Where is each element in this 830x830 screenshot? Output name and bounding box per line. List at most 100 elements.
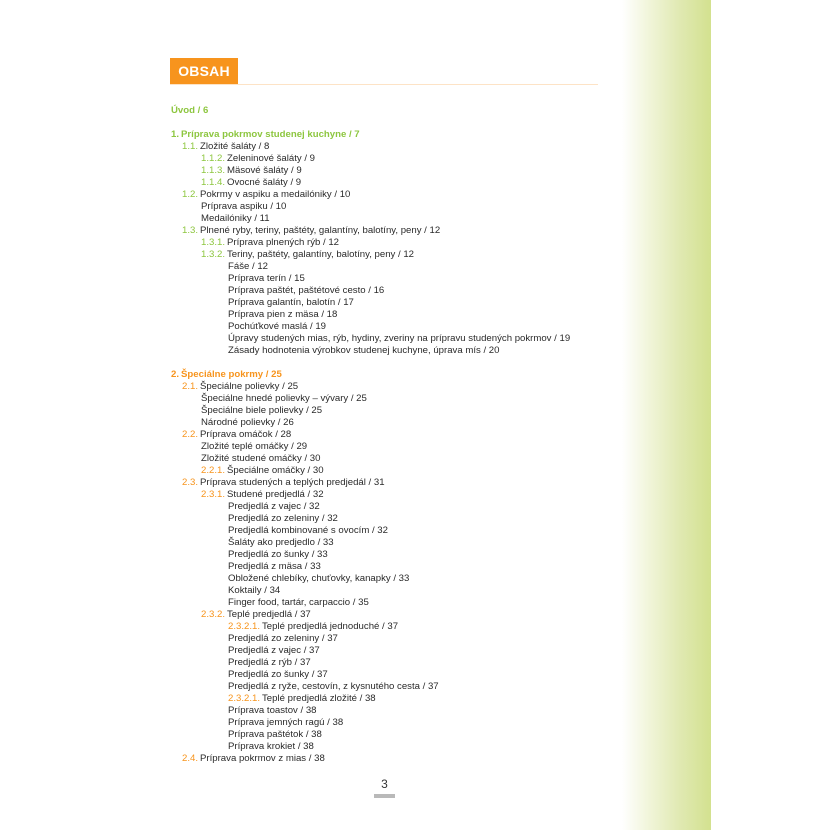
decorative-side-band [622, 0, 711, 830]
toc-entry-number: 1. [171, 129, 180, 140]
toc-entry[interactable]: 1.3.Plnené ryby, teriny, paštéty, galant… [171, 225, 621, 237]
toc-entry-title: Špeciálne hnedé polievky – vývary / 25 [201, 393, 367, 404]
toc-entry-title: Predjedlá z vajec / 32 [228, 501, 320, 512]
toc-entry[interactable]: 2.3.2.1.Teplé predjedlá jednoduché / 37 [171, 621, 621, 633]
toc-entry-number: 1.3.2. [201, 249, 226, 260]
toc-entry-number: 2.3.2.1. [228, 621, 261, 632]
toc-entry[interactable]: 1.2.Pokrmy v aspiku a medailóniky / 10 [171, 189, 621, 201]
page-number-bar [374, 794, 395, 798]
toc-entry[interactable]: Špeciálne biele polievky / 25 [171, 405, 621, 417]
toc-entry-title: Pochúťkové maslá / 19 [228, 321, 326, 332]
toc-intro-entry[interactable]: Úvod / 6 [171, 105, 621, 117]
toc-entry-number: 2.3.2.1. [228, 693, 261, 704]
toc-entry-title: Predjedlá z rýb / 37 [228, 657, 311, 668]
toc-chapter-entry[interactable]: 1.Príprava pokrmov studenej kuchyne / 7 [171, 129, 621, 141]
toc-entry-number: 2.3.1. [201, 489, 226, 500]
toc-entry[interactable]: Špeciálne hnedé polievky – vývary / 25 [171, 393, 621, 405]
toc-entry[interactable]: Finger food, tartár, carpaccio / 35 [171, 597, 621, 609]
toc-entry[interactable]: Príprava paštétok / 38 [171, 729, 621, 741]
toc-entry[interactable]: Zložité teplé omáčky / 29 [171, 441, 621, 453]
toc-entry[interactable]: 1.1.4.Ovocné šaláty / 9 [171, 177, 621, 189]
toc-entry[interactable]: Predjedlá z ryže, cestovín, z kysnutého … [171, 681, 621, 693]
toc-entry-title: Studené predjedlá / 32 [227, 489, 324, 500]
toc-entry[interactable]: Predjedlá z mäsa / 33 [171, 561, 621, 573]
toc-entry[interactable]: 1.1.3.Mäsové šaláty / 9 [171, 165, 621, 177]
toc-entry[interactable]: Príprava pien z mäsa / 18 [171, 309, 621, 321]
toc-entry-title: Príprava pokrmov studenej kuchyne / 7 [181, 129, 360, 140]
toc-entry[interactable]: Zásady hodnotenia výrobkov studenej kuch… [171, 345, 621, 357]
toc-entry[interactable]: Predjedlá z vajec / 32 [171, 501, 621, 513]
toc-entry[interactable]: Príprava toastov / 38 [171, 705, 621, 717]
toc-entry-title: Príprava galantín, balotín / 17 [228, 297, 354, 308]
page-title: OBSAH [170, 58, 238, 84]
toc-entry-number: 2.4. [182, 753, 199, 764]
toc-entry-title: Zložité studené omáčky / 30 [201, 453, 321, 464]
toc-entry-title: Predjedlá z mäsa / 33 [228, 561, 321, 572]
toc-entry-title: Ovocné šaláty / 9 [227, 177, 302, 188]
toc-entry[interactable]: Predjedlá zo šunky / 37 [171, 669, 621, 681]
toc-entry-title: Príprava pokrmov z mias / 38 [200, 753, 325, 764]
toc-entry-title: Obložené chlebíky, chuťovky, kanapky / 3… [228, 573, 410, 584]
toc-entry[interactable]: Šaláty ako predjedlo / 33 [171, 537, 621, 549]
table-of-contents: Úvod / 6 1.Príprava pokrmov studenej kuch… [171, 105, 621, 765]
toc-entry[interactable]: Príprava galantín, balotín / 17 [171, 297, 621, 309]
toc-entry[interactable]: 1.3.1.Príprava plnených rýb / 12 [171, 237, 621, 249]
toc-entry[interactable]: Koktaily / 34 [171, 585, 621, 597]
toc-entry[interactable]: Národné polievky / 26 [171, 417, 621, 429]
toc-entry-title: Zásady hodnotenia výrobkov studenej kuch… [228, 345, 500, 356]
toc-entry-title: Medailóniky / 11 [201, 213, 270, 224]
toc-entry[interactable]: Príprava terín / 15 [171, 273, 621, 285]
toc-entry-title: Príprava krokiet / 38 [228, 741, 314, 752]
toc-entry-number: 2.1. [182, 381, 199, 392]
toc-entry-title: Príprava pien z mäsa / 18 [228, 309, 338, 320]
toc-entry-title: Predjedlá zo šunky / 37 [228, 669, 328, 680]
toc-entry[interactable]: 1.3.2.Teriny, paštéty, galantíny, balotí… [171, 249, 621, 261]
toc-entry[interactable]: Predjedlá zo zeleniny / 37 [171, 633, 621, 645]
toc-entry[interactable]: Obložené chlebíky, chuťovky, kanapky / 3… [171, 573, 621, 585]
toc-entry[interactable]: Pochúťkové maslá / 19 [171, 321, 621, 333]
toc-entry[interactable]: 2.3.2.1.Teplé predjedlá zložité / 38 [171, 693, 621, 705]
toc-entry[interactable]: Predjedlá z rýb / 37 [171, 657, 621, 669]
toc-entry-title: Šaláty ako predjedlo / 33 [228, 537, 334, 548]
toc-entry[interactable]: Predjedlá zo šunky / 33 [171, 549, 621, 561]
toc-entry-title: Príprava terín / 15 [228, 273, 305, 284]
toc-entry-title: Predjedlá zo zeleniny / 32 [228, 513, 338, 524]
toc-entry-number: 1.3.1. [201, 237, 226, 248]
toc-entry-title: Predjedlá z vajec / 37 [228, 645, 320, 656]
toc-entry-number: 2. [171, 369, 180, 380]
toc-entry-title: Úvod / 6 [171, 105, 209, 116]
toc-entry[interactable]: Úpravy studených mias, rýb, hydiny, zver… [171, 333, 621, 345]
toc-entry-title: Koktaily / 34 [228, 585, 281, 596]
toc-entry[interactable]: Predjedlá zo zeleniny / 32 [171, 513, 621, 525]
toc-entry[interactable]: Medailóniky / 11 [171, 213, 621, 225]
toc-entry-number: 1.1.4. [201, 177, 226, 188]
toc-entry[interactable]: Predjedlá kombinované s ovocím / 32 [171, 525, 621, 537]
toc-entry[interactable]: Príprava jemných ragú / 38 [171, 717, 621, 729]
toc-entry-title: Pokrmy v aspiku a medailóniky / 10 [200, 189, 351, 200]
toc-entry-number: 1.1.2. [201, 153, 226, 164]
toc-entry[interactable]: 2.2.Príprava omáčok / 28 [171, 429, 621, 441]
toc-chapter-entry[interactable]: 2.Špeciálne pokrmy / 25 [171, 369, 621, 381]
toc-entry-number: 2.3.2. [201, 609, 226, 620]
toc-entry[interactable]: Príprava paštét, paštétové cesto / 16 [171, 285, 621, 297]
toc-entry[interactable]: 2.3.1.Studené predjedlá / 32 [171, 489, 621, 501]
toc-entry-number: 1.1. [182, 141, 199, 152]
toc-entry[interactable]: Fáše / 12 [171, 261, 621, 273]
toc-entry[interactable]: 1.1.Zložité šaláty / 8 [171, 141, 621, 153]
toc-entry[interactable]: 2.3.2.Teplé predjedlá / 37 [171, 609, 621, 621]
toc-entry-title: Zeleninové šaláty / 9 [227, 153, 316, 164]
toc-entry[interactable]: 2.3.Príprava studených a teplých predjed… [171, 477, 621, 489]
toc-entry[interactable]: Príprava aspiku / 10 [171, 201, 621, 213]
toc-entry[interactable]: 2.4.Príprava pokrmov z mias / 38 [171, 753, 621, 765]
toc-entry-title: Zložité šaláty / 8 [200, 141, 270, 152]
toc-entry[interactable]: Zložité studené omáčky / 30 [171, 453, 621, 465]
toc-entry[interactable]: 2.1.Špeciálne polievky / 25 [171, 381, 621, 393]
toc-entry[interactable]: Príprava krokiet / 38 [171, 741, 621, 753]
toc-entry[interactable]: 2.2.1.Špeciálne omáčky / 30 [171, 465, 621, 477]
toc-entry[interactable]: Predjedlá z vajec / 37 [171, 645, 621, 657]
toc-entry[interactable]: 1.1.2.Zeleninové šaláty / 9 [171, 153, 621, 165]
toc-entry-title: Predjedlá zo zeleniny / 37 [228, 633, 338, 644]
toc-entry-title: Príprava aspiku / 10 [201, 201, 287, 212]
toc-entry-title: Úpravy studených mias, rýb, hydiny, zver… [228, 333, 571, 344]
toc-entry-title: Príprava plnených rýb / 12 [227, 237, 340, 248]
